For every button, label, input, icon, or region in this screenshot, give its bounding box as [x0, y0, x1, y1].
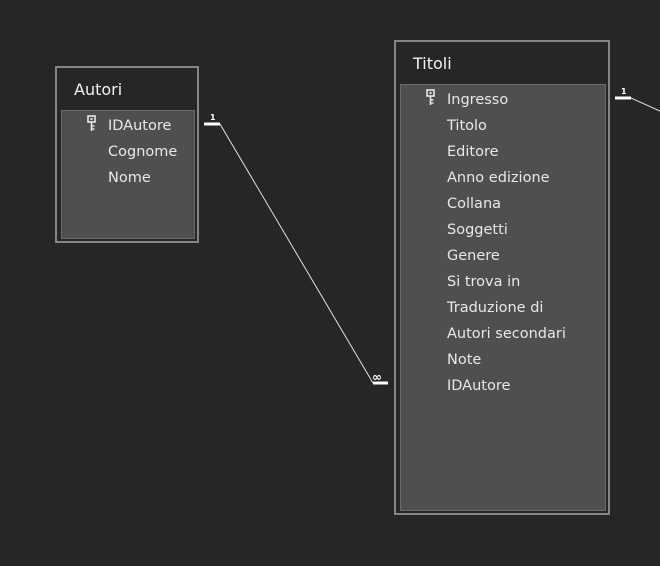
- field-name: Anno edizione: [447, 170, 550, 186]
- field-name: Autori secondari: [447, 326, 566, 342]
- field-row-titoli[interactable]: Note: [401, 347, 605, 373]
- cardinality-one-autori: 1: [210, 113, 216, 122]
- field-row-titoli[interactable]: Collana: [401, 191, 605, 217]
- field-row-titoli[interactable]: Titolo: [401, 113, 605, 139]
- field-row-titoli[interactable]: Si trova in: [401, 269, 605, 295]
- relationship-titoli-outgoing[interactable]: 1: [615, 87, 660, 112]
- field-row-autori[interactable]: IDAutore: [62, 113, 194, 139]
- table-title-autori[interactable]: Autori: [74, 80, 123, 99]
- field-row-titoli[interactable]: Soggetti: [401, 217, 605, 243]
- field-row-titoli[interactable]: Editore: [401, 139, 605, 165]
- field-name: Editore: [447, 144, 499, 160]
- field-row-titoli[interactable]: Autori secondari: [401, 321, 605, 347]
- field-name: Ingresso: [447, 92, 509, 108]
- field-row-titoli[interactable]: Genere: [401, 243, 605, 269]
- relationship-line-autori-titoli[interactable]: [219, 123, 374, 384]
- cardinality-one-titoli: 1: [621, 87, 627, 96]
- field-row-autori[interactable]: Cognome: [62, 139, 194, 165]
- field-name: Collana: [447, 196, 502, 212]
- field-row-autori[interactable]: Nome: [62, 165, 194, 191]
- field-row-titoli[interactable]: Traduzione di: [401, 295, 605, 321]
- field-row-titoli[interactable]: Ingresso: [401, 87, 605, 113]
- field-row-titoli[interactable]: IDAutore: [401, 373, 605, 399]
- cardinality-many-titoli: ∞: [372, 370, 382, 384]
- field-row-titoli[interactable]: Anno edizione: [401, 165, 605, 191]
- field-name: IDAutore: [108, 118, 172, 134]
- field-name: Traduzione di: [447, 300, 544, 316]
- field-name: Nome: [108, 170, 151, 186]
- field-name: Soggetti: [447, 222, 508, 238]
- key-icon: [425, 89, 437, 107]
- field-name: Si trova in: [447, 274, 521, 290]
- field-name: Cognome: [108, 144, 178, 160]
- relationship-line-titoli-outgoing[interactable]: [630, 97, 660, 112]
- table-title-titoli[interactable]: Titoli: [413, 54, 452, 73]
- field-name: Titolo: [447, 118, 487, 134]
- field-name: Genere: [447, 248, 500, 264]
- field-name: IDAutore: [447, 378, 511, 394]
- field-name: Note: [447, 352, 482, 368]
- key-icon: [86, 115, 98, 133]
- relationship-autori-titoli[interactable]: 1 ∞: [204, 113, 388, 385]
